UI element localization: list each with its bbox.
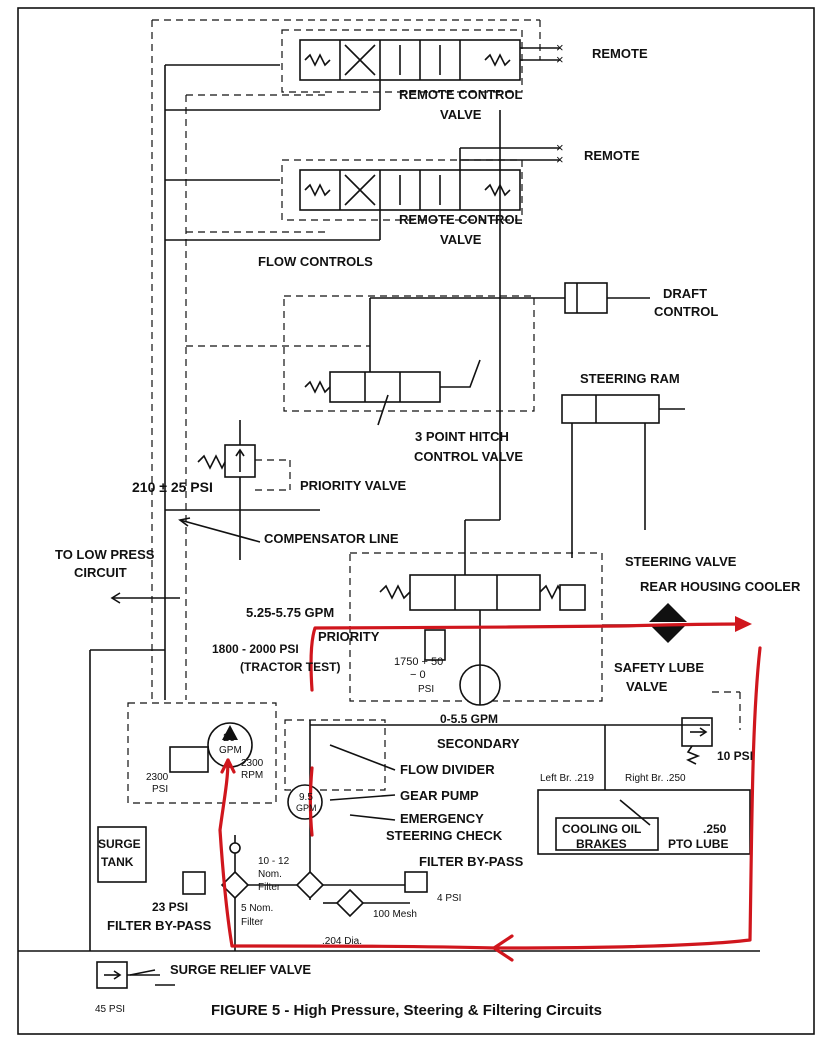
- label-gpm-priority-line1: 5.25-5.75 GPM: [246, 605, 334, 620]
- label-filter-nom-a: 10 - 12: [258, 856, 290, 867]
- figure-caption: FIGURE 5 - High Pressure, Steering & Fil…: [211, 1002, 602, 1019]
- label-rpm-2300-b: RPM: [241, 770, 263, 781]
- label-psi-2300-a: 2300: [146, 772, 169, 783]
- label-rcv-1-line1: REMOTE CONTROL: [399, 87, 523, 102]
- label-left-br: Left Br. .219: [540, 773, 594, 784]
- return-filter: [295, 870, 325, 900]
- label-low-press-line2: CIRCUIT: [74, 565, 127, 580]
- label-pto-lube: PTO LUBE: [668, 837, 728, 851]
- label-psi-45: 45 PSI: [95, 1004, 125, 1015]
- label-rcv-1-line2: VALVE: [440, 107, 482, 122]
- label-dia-204: .204 Dia.: [322, 936, 362, 947]
- label-filter-5-a: 5 Nom.: [241, 903, 273, 914]
- label-surge-tank-line2: TANK: [101, 855, 134, 869]
- label-cooling-line1: COOLING OIL: [562, 822, 641, 836]
- label-filter-5-b: Filter: [241, 917, 264, 928]
- label-psi-1750-a: 1750 + 50: [394, 656, 443, 668]
- label-psi-4: 4 PSI: [437, 893, 461, 904]
- label-draft-line1: DRAFT: [663, 286, 707, 301]
- label-filter-nom-b: Nom.: [258, 869, 282, 880]
- label-filter-nom-c: Filter: [258, 882, 281, 893]
- red-arrow-head-right: [735, 616, 752, 632]
- label-tractor-test-line1: 1800 - 2000 PSI: [212, 642, 299, 656]
- label-steering-ram: STEERING RAM: [580, 371, 680, 386]
- label-pto-250: .250: [703, 822, 727, 836]
- label-flow-divider: FLOW DIVIDER: [400, 762, 495, 777]
- label-surge-relief: SURGE RELIEF VALVE: [170, 962, 311, 977]
- label-surge-tank-line1: SURGE: [98, 837, 141, 851]
- label-hitch-line2: CONTROL VALVE: [414, 449, 523, 464]
- label-emergency-line2: STEERING CHECK: [386, 828, 503, 843]
- label-gpm-20-a: 20: [223, 732, 235, 744]
- red-annotation-return: [493, 646, 762, 950]
- label-rpm-2300-a: 2300: [241, 758, 264, 769]
- label-filter-bypass-right: FILTER BY-PASS: [419, 854, 524, 869]
- svg-text:×: ×: [556, 52, 564, 67]
- label-steering-valve: STEERING VALVE: [625, 554, 737, 569]
- label-psi-10: 10 PSI: [717, 749, 753, 763]
- label-secondary: SECONDARY: [437, 736, 520, 751]
- svg-text:×: ×: [556, 152, 564, 167]
- label-safety-lube-line2: VALVE: [626, 679, 668, 694]
- label-rear-housing-cooler: REAR HOUSING COOLER: [640, 579, 801, 594]
- label-filter-bypass-left: FILTER BY-PASS: [107, 918, 212, 933]
- gear-pump: [287, 784, 323, 820]
- label-flow-controls: FLOW CONTROLS: [258, 254, 373, 269]
- figure-frame: [17, 7, 815, 1035]
- label-remote-1: REMOTE: [592, 46, 648, 61]
- label-psi-23: 23 PSI: [152, 900, 188, 914]
- mesh-filter: [335, 888, 365, 918]
- label-psi-1750-b: − 0: [410, 669, 426, 681]
- hitch-control-valve: [329, 371, 441, 403]
- red-annotation-loop: [309, 622, 747, 692]
- label-gpm-95-a: 9.5: [299, 792, 313, 803]
- label-priority-valve: PRIORITY VALVE: [300, 478, 407, 493]
- label-gpm-20-b: GPM: [219, 745, 242, 756]
- steering-ram: [561, 394, 660, 424]
- label-tractor-test-line2: (TRACTOR TEST): [240, 660, 340, 674]
- label-low-press-line1: TO LOW PRESS: [55, 547, 155, 562]
- label-compensator-line: COMPENSATOR LINE: [264, 531, 399, 546]
- label-cooling-line2: BRAKES: [576, 837, 627, 851]
- remote-control-valve-1: [299, 39, 521, 81]
- label-rcv-2-line1: REMOTE CONTROL: [399, 212, 523, 227]
- remote-control-valve-2: [299, 169, 521, 211]
- label-mesh-100: 100 Mesh: [373, 909, 417, 920]
- label-pressure-210: 210 ± 25 PSI: [132, 479, 213, 495]
- label-hitch-line1: 3 POINT HITCH: [415, 429, 509, 444]
- label-right-br: Right Br. .250: [625, 773, 686, 784]
- steering-valve: [409, 574, 541, 611]
- svg-text:×: ×: [556, 140, 564, 155]
- label-psi-2300-b: PSI: [152, 784, 168, 795]
- label-gpm-priority-line2: PRIORITY: [318, 629, 380, 644]
- label-remote-2: REMOTE: [584, 148, 640, 163]
- label-draft-line2: CONTROL: [654, 304, 718, 319]
- label-gpm-95-b: GPM: [296, 803, 317, 813]
- draft-control-cylinder: [564, 282, 608, 314]
- label-psi-1750-c: PSI: [418, 684, 434, 695]
- label-gear-pump: GEAR PUMP: [400, 788, 479, 803]
- label-rcv-2-line2: VALVE: [440, 232, 482, 247]
- svg-text:×: ×: [556, 40, 564, 55]
- label-secondary-gpm: 0-5.5 GPM: [440, 712, 498, 726]
- label-safety-lube-line1: SAFETY LUBE: [614, 660, 704, 675]
- surge-tank: [97, 826, 147, 883]
- label-emergency-line1: EMERGENCY: [400, 811, 484, 826]
